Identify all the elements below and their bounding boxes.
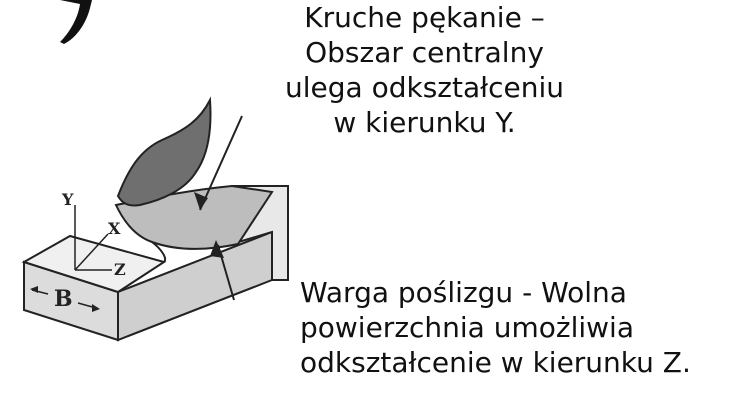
shear-lip-arrowhead xyxy=(210,240,224,258)
shear-lip-line-2: powierzchnia umożliwia xyxy=(300,311,634,344)
fracture-surface-dark xyxy=(116,96,212,207)
shear-lip-callout: Warga poślizgu - Wolna powierzchnia umoż… xyxy=(300,275,729,380)
thickness-label: B xyxy=(54,286,73,312)
shear-lip-line-1: Warga poślizgu - Wolna xyxy=(300,276,627,309)
brittle-fracture-line-2: Obszar centralny xyxy=(305,36,544,69)
z-axis-label: Z xyxy=(114,260,126,279)
header-fragment xyxy=(60,0,92,44)
brittle-fracture-callout: Kruche pękanie – Obszar centralny ulega … xyxy=(262,0,587,140)
brittle-fracture-line-1: Kruche pękanie – xyxy=(304,1,545,34)
brittle-fracture-line-4: w kierunku Y. xyxy=(333,106,516,139)
thickness-arrowhead-left xyxy=(30,286,38,293)
thickness-arrowhead-right xyxy=(92,304,100,312)
brittle-fracture-line-3: ulega odkształceniu xyxy=(285,71,564,104)
x-axis xyxy=(74,233,109,271)
brittle-fracture-leader xyxy=(199,115,243,211)
x-axis-label: X xyxy=(108,219,121,238)
y-axis-label: Y xyxy=(61,190,74,209)
shear-lip-line-3: odkształcenie w kierunku Z. xyxy=(300,346,691,379)
shear-lip-edge xyxy=(151,241,166,263)
brittle-fracture-arrowhead xyxy=(194,192,208,210)
